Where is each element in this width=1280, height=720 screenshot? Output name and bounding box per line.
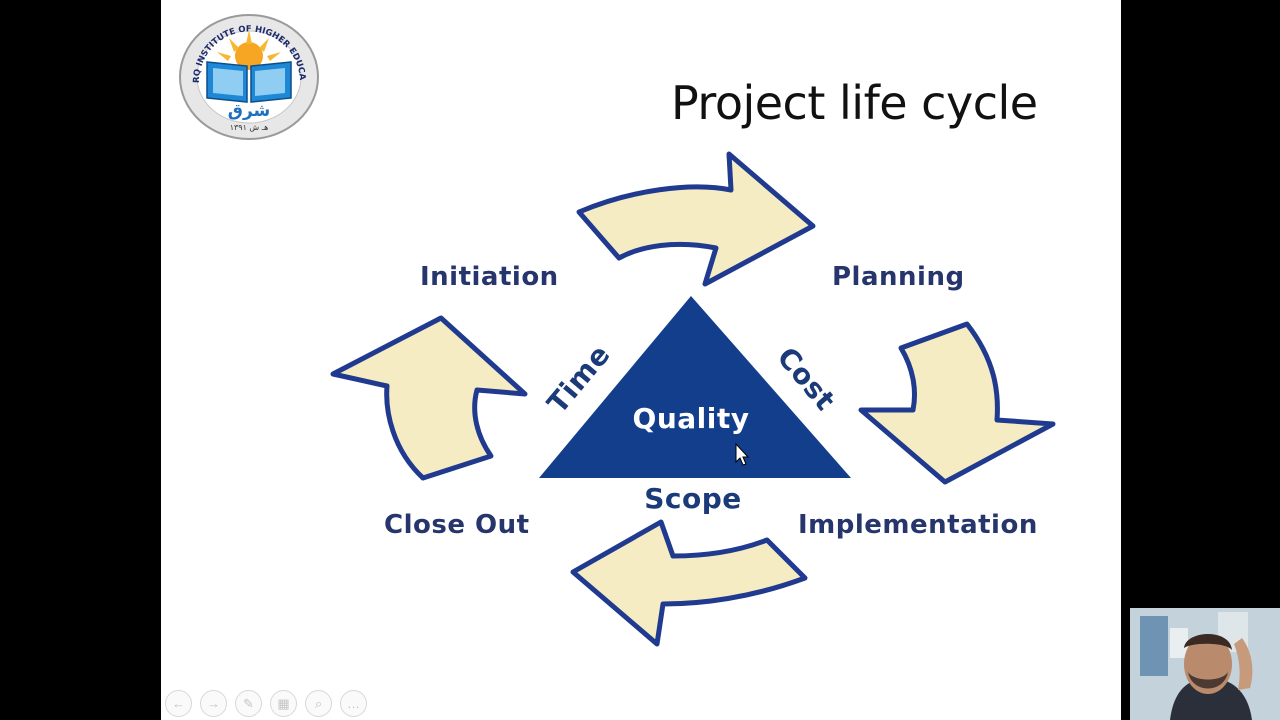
cycle-arrow-initiation-to-planning: [576, 151, 816, 287]
presenter-webcam-video: [1130, 608, 1280, 720]
cycle-arrow-implementation-to-closeout: [570, 519, 808, 647]
triangle-label-scope: Scope: [644, 482, 742, 515]
more-options-button[interactable]: …: [340, 690, 367, 717]
slides-grid-icon: ▦: [277, 696, 290, 711]
zoom-button[interactable]: ⌕: [305, 690, 332, 717]
logo-year-text: ۱۳۹۱ هـ ش: [230, 123, 269, 132]
arrow-right-icon: →: [207, 696, 220, 711]
sun-rays-icon: [217, 30, 281, 70]
pen-tool-button[interactable]: ✎: [235, 690, 262, 717]
slideshow-toolbar: ← → ✎ ▦ ⌕ …: [165, 690, 367, 717]
logo-arabic-name: شرق: [228, 101, 271, 121]
mouse-pointer-icon: [735, 442, 750, 466]
arrow-left-icon: ←: [172, 696, 185, 711]
triangle-label-quality: Quality: [633, 402, 750, 435]
phase-label-initiation: Initiation: [420, 262, 559, 292]
institute-logo: SHARQ INSTITUTE OF HIGHER EDUCATION شرق …: [177, 12, 319, 140]
phase-label-implementation: Implementation: [798, 510, 1038, 540]
life-cycle-diagram: Quality Time Cost Scope Initiation Plann…: [330, 151, 1056, 647]
cycle-arrow-closeout-to-initiation: [330, 315, 528, 481]
cycle-arrow-planning-to-implementation: [858, 321, 1056, 485]
pen-icon: ✎: [243, 696, 254, 711]
magnifier-icon: ⌕: [314, 696, 323, 711]
more-dots-icon: …: [347, 696, 360, 711]
previous-slide-button[interactable]: ←: [165, 690, 192, 717]
next-slide-button[interactable]: →: [200, 690, 227, 717]
phase-label-close-out: Close Out: [384, 510, 530, 540]
slide-title: Project life cycle: [671, 76, 1038, 130]
phase-label-planning: Planning: [832, 262, 965, 292]
presentation-slide: SHARQ INSTITUTE OF HIGHER EDUCATION شرق …: [161, 0, 1121, 720]
open-book-icon: [206, 61, 292, 103]
quality-triangle: [539, 296, 851, 478]
see-all-slides-button[interactable]: ▦: [270, 690, 297, 717]
